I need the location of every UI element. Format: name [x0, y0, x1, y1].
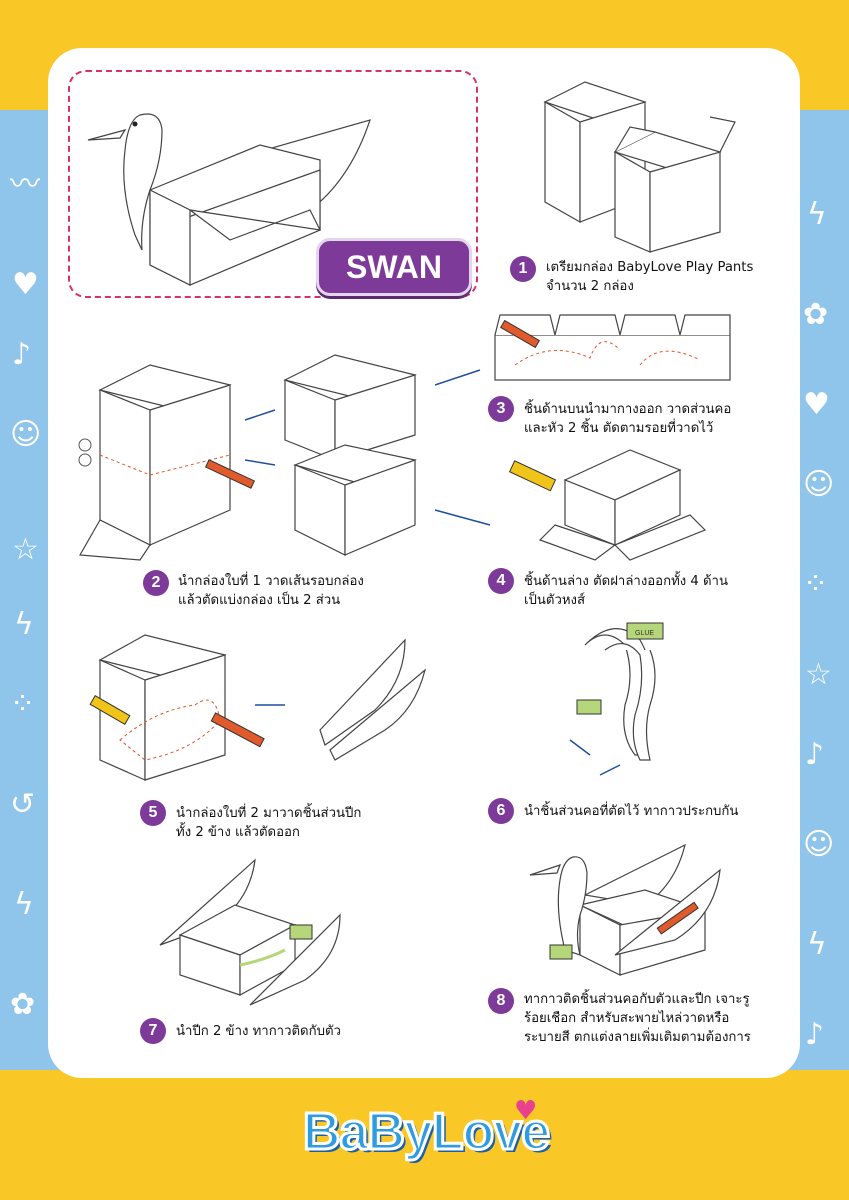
squiggle-icon: 〰 — [10, 167, 40, 202]
step-2-line-1: นำกล่องใบที่ 1 วาดเส้นรอบกล่อง — [178, 574, 364, 589]
swan-illustration — [87, 113, 371, 286]
step-2-text: นำกล่องใบที่ 1 วาดเส้นรอบกล่อง แล้วตัดแบ… — [178, 572, 364, 610]
flower-icon: ✿ — [10, 987, 36, 1022]
step-1-text: เตรียมกล่อง BabyLove Play Pants จำนวน 2 … — [546, 258, 753, 296]
step4-bottom-box-illustration — [508, 449, 707, 561]
step-6-text: นำชิ้นส่วนคอที่ตัดไว้ ทากาวประกบกัน — [524, 802, 738, 821]
music-note-icon: ♪ — [805, 737, 825, 772]
bear-face-icon: ☺ — [803, 467, 835, 502]
step-3-line-1: ชิ้นด้านบนนำมากางออก วาดส่วนคอ — [524, 402, 732, 417]
step-8-line-2: ร้อยเชือก สำหรับสะพายไหล่วาดหรือ — [524, 1011, 730, 1026]
step-number: 1 — [510, 256, 536, 282]
step2-cut-box-illustration — [78, 354, 491, 561]
step-4-line-1: ชิ้นด้านล่าง ตัดฝาล่างออกทั้ง 4 ด้าน — [524, 574, 728, 589]
step-8-text: ทากาวติดชิ้นส่วนคอกับตัวและปีก เจาะรู ร้… — [524, 990, 751, 1047]
step-8-line-1: ทากาวติดชิ้นส่วนคอกับตัวและปีก เจาะรู — [524, 992, 750, 1007]
music-note-icon: ♪ — [12, 337, 32, 372]
step-1-line-1: เตรียมกล่อง BabyLove Play Pants — [546, 260, 754, 275]
step-number: 5 — [140, 800, 166, 826]
step-3-text: ชิ้นด้านบนนำมากางออก วาดส่วนคอ และหัว 2 … — [524, 400, 731, 438]
step-number: 3 — [488, 396, 514, 422]
step-4-text: ชิ้นด้านล่าง ตัดฝาล่างออกทั้ง 4 ด้าน เป็… — [524, 572, 728, 610]
heart-icon: ♥ — [12, 267, 39, 302]
step-3-line-2: และหัว 2 ชิ้น ตัดตามรอยที่วาดไว้ — [524, 421, 714, 436]
music-note-icon: ♪ — [805, 1017, 825, 1052]
step5-wing-cut-illustration — [89, 634, 427, 781]
step-number: 2 — [143, 570, 169, 596]
step6-neck-glue-illustration: GLUE — [569, 622, 664, 776]
step7-attach-wings-illustration — [159, 858, 341, 1006]
dots-icon: ⁘ — [803, 567, 829, 602]
heart-icon: ♥ — [514, 1096, 538, 1126]
step-5-text: นำกล่องใบที่ 2 มาวาดชิ้นส่วนปีก ทั้ง 2 ข… — [176, 804, 361, 842]
step-1-line-2: จำนวน 2 กล่อง — [546, 279, 634, 294]
step-number: 8 — [488, 988, 514, 1014]
cat-face-icon: ☺ — [10, 417, 42, 452]
step-5-line-2: ทั้ง 2 ข้าง แล้วตัดออก — [176, 825, 300, 840]
step3-unfolded-box-illustration — [494, 314, 731, 381]
step-6-line-1: นำชิ้นส่วนคอที่ตัดไว้ ทากาวประกบกัน — [524, 804, 739, 819]
step-7-line-1: นำปีก 2 ข้าง ทากาวติดกับตัว — [176, 1024, 341, 1039]
heart-icon: ♥ — [803, 387, 830, 422]
step-5-line-1: นำกล่องใบที่ 2 มาวาดชิ้นส่วนปีก — [176, 806, 362, 821]
step1-boxes-illustration — [543, 81, 736, 253]
step-number: 4 — [488, 568, 514, 594]
lightning-icon: ϟ — [14, 607, 34, 642]
step-2-line-2: แล้วตัดแบ่งกล่อง เป็น 2 ส่วน — [178, 593, 341, 608]
star-icon: ☆ — [12, 532, 39, 567]
step-number: 7 — [140, 1018, 166, 1044]
flower-icon: ✿ — [803, 297, 829, 332]
lightning-icon: ϟ — [807, 927, 827, 962]
logo-text: BaByLove — [301, 1102, 551, 1163]
dots-icon: ⁘ — [10, 687, 36, 722]
babylove-logo: BaByLove ♥ — [296, 1090, 556, 1175]
step-8-line-3: ระบายสี ตกแต่งลายเพิ่มเติมตามต้องการ — [524, 1030, 751, 1045]
title-badge: SWAN — [316, 238, 472, 296]
step-4-line-2: เป็นตัวหงส์ — [524, 593, 586, 608]
step-7-text: นำปีก 2 ข้าง ทากาวติดกับตัว — [176, 1022, 341, 1041]
swirl-icon: ↺ — [10, 787, 36, 822]
cat-face-icon: ☺ — [803, 827, 835, 862]
star-icon: ☆ — [805, 657, 832, 692]
step-number: 6 — [488, 798, 514, 824]
lightning-icon: ϟ — [807, 197, 827, 232]
swan-preview-box — [68, 70, 478, 298]
lightning-icon: ϟ — [14, 887, 34, 922]
glue-label: GLUE — [635, 630, 654, 637]
step8-finished-swan-illustration — [529, 843, 721, 976]
